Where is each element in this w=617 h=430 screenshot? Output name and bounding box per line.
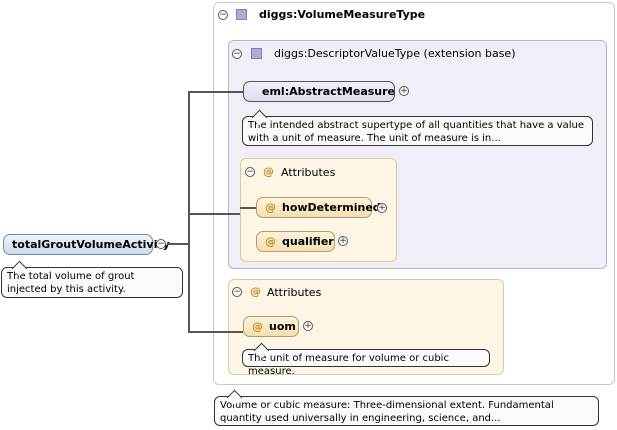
expand-icon[interactable]: +	[303, 320, 313, 331]
root-element-label: totalGroutVolumeActivity	[12, 238, 170, 251]
attribute-qualifier[interactable]: @ qualifier	[256, 231, 335, 252]
root-element-total-grout-volume-activity[interactable]: totalGroutVolumeActivity	[3, 234, 170, 255]
attribute-icon: @	[265, 235, 276, 248]
complex-type-icon	[251, 48, 262, 59]
attribute-label: uom	[269, 320, 296, 333]
volume-measure-type-doc: Volume or cubic measure: Three-dimension…	[214, 396, 599, 426]
attribute-label: qualifier	[282, 235, 334, 248]
root-element-doc: The total volume of grout injected by th…	[1, 267, 183, 298]
connector-line	[240, 207, 256, 209]
collapse-icon[interactable]: −	[156, 238, 166, 249]
collapse-toggle-icon[interactable]: −	[232, 286, 242, 297]
connector-line	[167, 243, 189, 245]
extension-box-title: diggs:DescriptorValueType (extension bas…	[274, 47, 516, 60]
uom-doc: The unit of measure for volume or cubic …	[242, 349, 490, 377]
connector-line	[188, 213, 240, 215]
attribute-icon: @	[252, 320, 263, 333]
collapse-toggle-icon[interactable]: −	[232, 48, 242, 59]
inner-attributes-title: Attributes	[281, 166, 336, 179]
attribute-how-determined[interactable]: @ howDetermined	[256, 197, 381, 218]
collapse-toggle-icon[interactable]: −	[218, 9, 228, 20]
type-box-title: diggs:VolumeMeasureType	[259, 8, 426, 21]
attribute-label: howDetermined	[282, 201, 381, 214]
connector-line	[188, 92, 190, 332]
attribute-uom[interactable]: @ uom	[243, 316, 299, 337]
abstract-element-label: eml:AbstractMeasure	[262, 85, 396, 98]
expand-icon[interactable]: +	[338, 235, 348, 246]
attribute-icon: @	[265, 201, 276, 214]
complex-type-icon	[236, 9, 247, 20]
attribute-group-icon: @	[263, 165, 274, 178]
expand-icon[interactable]: +	[377, 202, 387, 213]
outer-attributes-title: Attributes	[267, 286, 322, 299]
connector-line	[188, 331, 243, 333]
collapse-toggle-icon[interactable]: −	[245, 166, 255, 177]
attribute-group-icon: @	[250, 285, 261, 298]
connector-line	[188, 91, 243, 93]
abstract-measure-element[interactable]: eml:AbstractMeasure	[243, 81, 395, 102]
expand-icon[interactable]: +	[399, 85, 409, 96]
abstract-measure-doc: The intended abstract supertype of all q…	[242, 116, 593, 146]
